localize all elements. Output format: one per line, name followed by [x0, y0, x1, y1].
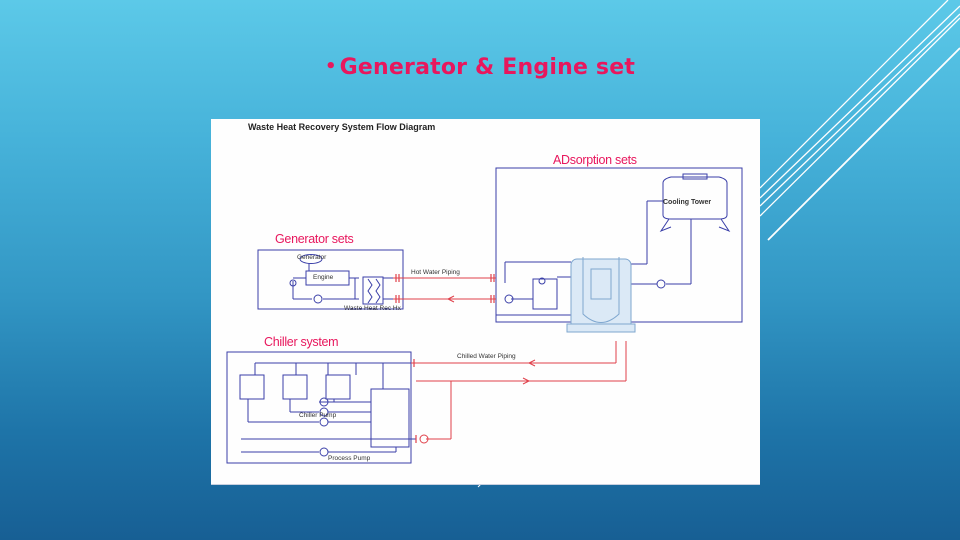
chiller-system-label: Chiller system — [264, 335, 339, 349]
adsorption-chiller-machine — [566, 257, 636, 333]
process-pump-label: Process Pump — [328, 455, 371, 462]
hot-water-piping-label: Hot Water Piping — [411, 269, 460, 276]
chiller-unit — [325, 374, 351, 400]
chiller-pump-label: Chiller Pump — [299, 412, 337, 419]
cooling-tower-label: Cooling Tower — [663, 199, 712, 206]
chiller-unit — [282, 374, 308, 400]
generator-sets-label: Generator sets — [275, 232, 354, 246]
slide-title: •Generator & Engine set — [0, 55, 960, 80]
waste-heat-hx-label: Waste Heat Rec Hx — [344, 305, 401, 312]
adsorption-sets-label: ADsorption sets — [553, 153, 637, 167]
diagram-title: Waste Heat Recovery System Flow Diagram — [248, 122, 436, 132]
cooling-tower — [662, 176, 728, 220]
generator-symbol — [299, 254, 323, 264]
engine-label: Engine — [313, 274, 334, 281]
process-pump — [319, 447, 329, 457]
chilled-pump — [419, 434, 429, 444]
gen-pump — [313, 294, 323, 304]
flow-diagram-drawing — [226, 167, 743, 464]
flow-diagram-image: Waste Heat Recovery System Flow Diagram … — [211, 119, 760, 485]
chilled-water-piping-label: Chilled Water Piping — [457, 353, 516, 360]
bullet-icon: • — [324, 56, 337, 77]
generator-enclosure — [257, 249, 404, 310]
waste-heat-hx — [362, 276, 384, 305]
generator-label: Generator — [297, 254, 327, 261]
slide-title-text: Generator & Engine set — [339, 55, 636, 80]
chiller-unit — [239, 374, 265, 400]
ct-pump — [656, 279, 666, 289]
